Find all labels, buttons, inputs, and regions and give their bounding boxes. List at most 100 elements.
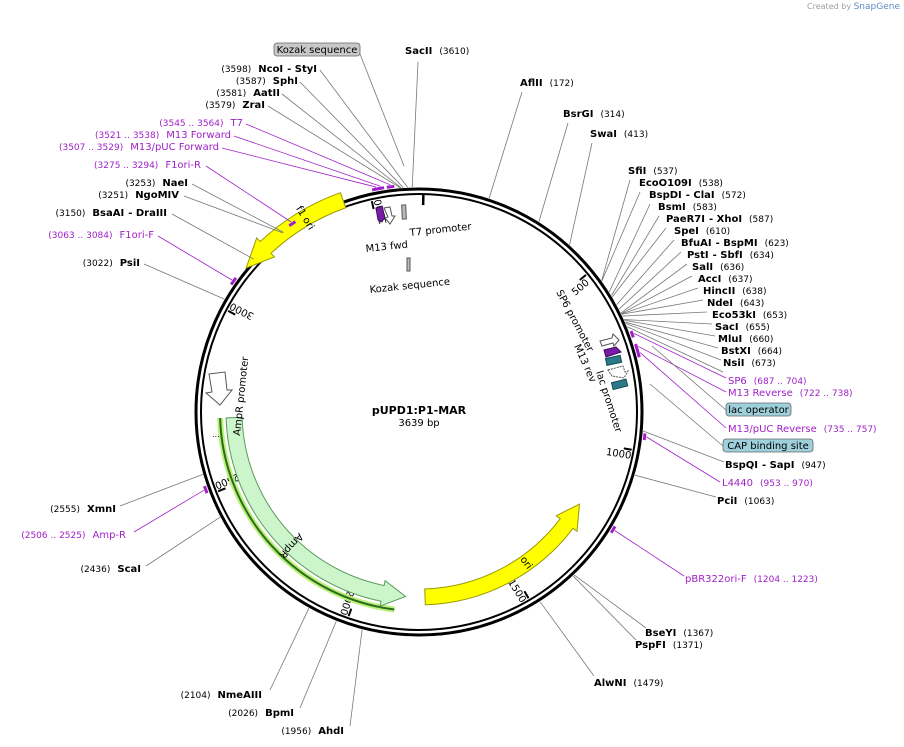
site-line-4 xyxy=(601,179,631,281)
site-line-14 xyxy=(621,299,704,315)
primer-label-6: SP6(687 .. 704) xyxy=(728,376,807,387)
site-label-24: PspFI(1371) xyxy=(635,640,703,651)
boxed-rect-2 xyxy=(722,438,814,453)
ampr-dots: ... xyxy=(212,430,220,439)
boxed-label-0: Kozak sequence xyxy=(277,45,358,56)
site-label-15: NdeI(643) xyxy=(707,298,764,309)
kozak-marker-top xyxy=(401,204,407,220)
site-label-26: (1956)AhdI xyxy=(281,726,344,737)
site-line-5 xyxy=(601,191,641,282)
site-line-27 xyxy=(299,621,337,709)
primer-label-5: (2506 .. 2525)Amp-R xyxy=(21,530,126,541)
site-line-0 xyxy=(411,61,419,188)
credit-prefix: Created by xyxy=(807,2,852,11)
site-label-9: SpeI(610) xyxy=(674,226,730,237)
primer-line-1 xyxy=(233,135,381,187)
site-line-36 xyxy=(281,93,402,189)
site-label-28: (2104)NmeAIII xyxy=(181,690,262,701)
site-label-38: (3598)NcoI- StyI xyxy=(221,64,317,75)
site-label-16: Eco53kI(653) xyxy=(712,310,787,321)
primer-line-6 xyxy=(633,333,727,379)
site-line-33 xyxy=(183,195,283,234)
ampr-promoter-arrow xyxy=(204,371,234,406)
tick-2000 xyxy=(347,608,353,617)
site-label-14: HincII(638) xyxy=(703,286,767,297)
site-line-2 xyxy=(538,122,569,222)
site-line-28 xyxy=(269,608,310,691)
primer-label-0: (3545 .. 3564)T7 xyxy=(159,118,243,129)
site-label-6: BspDI- ClaI(572) xyxy=(649,190,746,201)
primer-label-9: L4440(953 .. 970) xyxy=(722,478,813,489)
cap-site-block xyxy=(610,378,629,391)
lac-operator-block xyxy=(604,354,623,366)
site-label-1: AflII(172) xyxy=(520,78,574,89)
site-line-18 xyxy=(625,321,719,349)
tick-500 xyxy=(579,274,587,281)
tick-1500 xyxy=(523,590,530,599)
site-label-20: NsiI(673) xyxy=(723,358,776,369)
site-line-35 xyxy=(267,105,401,189)
site-label-10: BfuAI- BspMI(623) xyxy=(681,238,789,249)
feature-ori xyxy=(424,503,581,606)
site-line-30 xyxy=(119,473,203,507)
primer-label-3: (3275 .. 3294)F1ori-R xyxy=(94,160,201,171)
site-label-7: BsmI(583) xyxy=(658,202,717,213)
site-label-8: PaeR7I- XhoI(587) xyxy=(666,214,773,225)
t7-promoter-arrow xyxy=(383,206,396,225)
tick-1000 xyxy=(623,447,632,451)
site-line-9 xyxy=(616,239,675,305)
inner-ring xyxy=(200,193,638,631)
site-label-18: MluI(660) xyxy=(718,334,773,345)
site-line-6 xyxy=(608,203,651,293)
primer-line-3 xyxy=(205,165,292,223)
site-line-7 xyxy=(611,215,660,296)
site-label-13: AccI(637) xyxy=(698,274,753,285)
primer-label-8: M13/pUC Reverse(735 .. 757) xyxy=(728,424,877,435)
boxed-label-1: lac operator xyxy=(728,405,789,416)
primer-line-0 xyxy=(245,123,391,186)
site-line-26 xyxy=(349,629,363,727)
site-line-17 xyxy=(624,319,716,337)
site-line-34 xyxy=(191,183,284,233)
site-label-11: PstI- SbfI(634) xyxy=(687,250,774,261)
site-label-3: SwaI(413) xyxy=(590,129,648,140)
primer-label-7: M13 Reverse(722 .. 738) xyxy=(728,388,853,399)
primer-line-5 xyxy=(133,489,205,533)
boxed-line-0 xyxy=(359,53,405,167)
m13-fwd-label: M13 fwd xyxy=(365,240,408,255)
primer-line-2 xyxy=(221,147,377,188)
tick-2500 xyxy=(217,487,226,493)
boxed-rect-1 xyxy=(725,402,792,417)
site-line-19 xyxy=(625,323,722,361)
primer-line-9 xyxy=(646,436,721,483)
primer-line-7 xyxy=(638,346,727,393)
site-line-38 xyxy=(319,69,408,188)
boxed-rect-0 xyxy=(273,42,361,57)
tick-label-500: 500 xyxy=(570,277,592,298)
primer-bar-6 xyxy=(629,330,635,338)
snapgene-credit: Created by SnapGene xyxy=(807,2,900,12)
site-label-5: EcoO109I(538) xyxy=(639,178,723,189)
site-line-20 xyxy=(627,326,724,373)
site-label-22: PciI(1063) xyxy=(717,496,774,507)
site-label-21: BspQI- SapI(947) xyxy=(725,460,826,471)
primer-bar-8 xyxy=(635,348,641,358)
primer-bar-4 xyxy=(229,276,238,286)
site-label-34: (3253)NaeI xyxy=(125,178,188,189)
site-label-27: (2026)BpmI xyxy=(228,708,294,719)
primer-bar-5 xyxy=(203,485,209,494)
site-line-24 xyxy=(572,575,637,641)
tick-3500 xyxy=(370,200,375,210)
site-line-29 xyxy=(145,516,221,567)
ampr-highlight xyxy=(217,417,395,613)
site-label-30: (2555)XmnI xyxy=(50,504,116,515)
plasmid-size: 3639 bp xyxy=(398,418,439,429)
sp6-promoter-label: SP6 promoter xyxy=(553,288,595,354)
site-line-37 xyxy=(299,81,404,188)
site-label-33: (3251)NgoMIV xyxy=(98,190,179,201)
site-line-1 xyxy=(488,91,523,199)
site-label-25: AlwNI(1479) xyxy=(594,678,663,689)
site-label-35: (3579)ZraI xyxy=(205,100,265,111)
